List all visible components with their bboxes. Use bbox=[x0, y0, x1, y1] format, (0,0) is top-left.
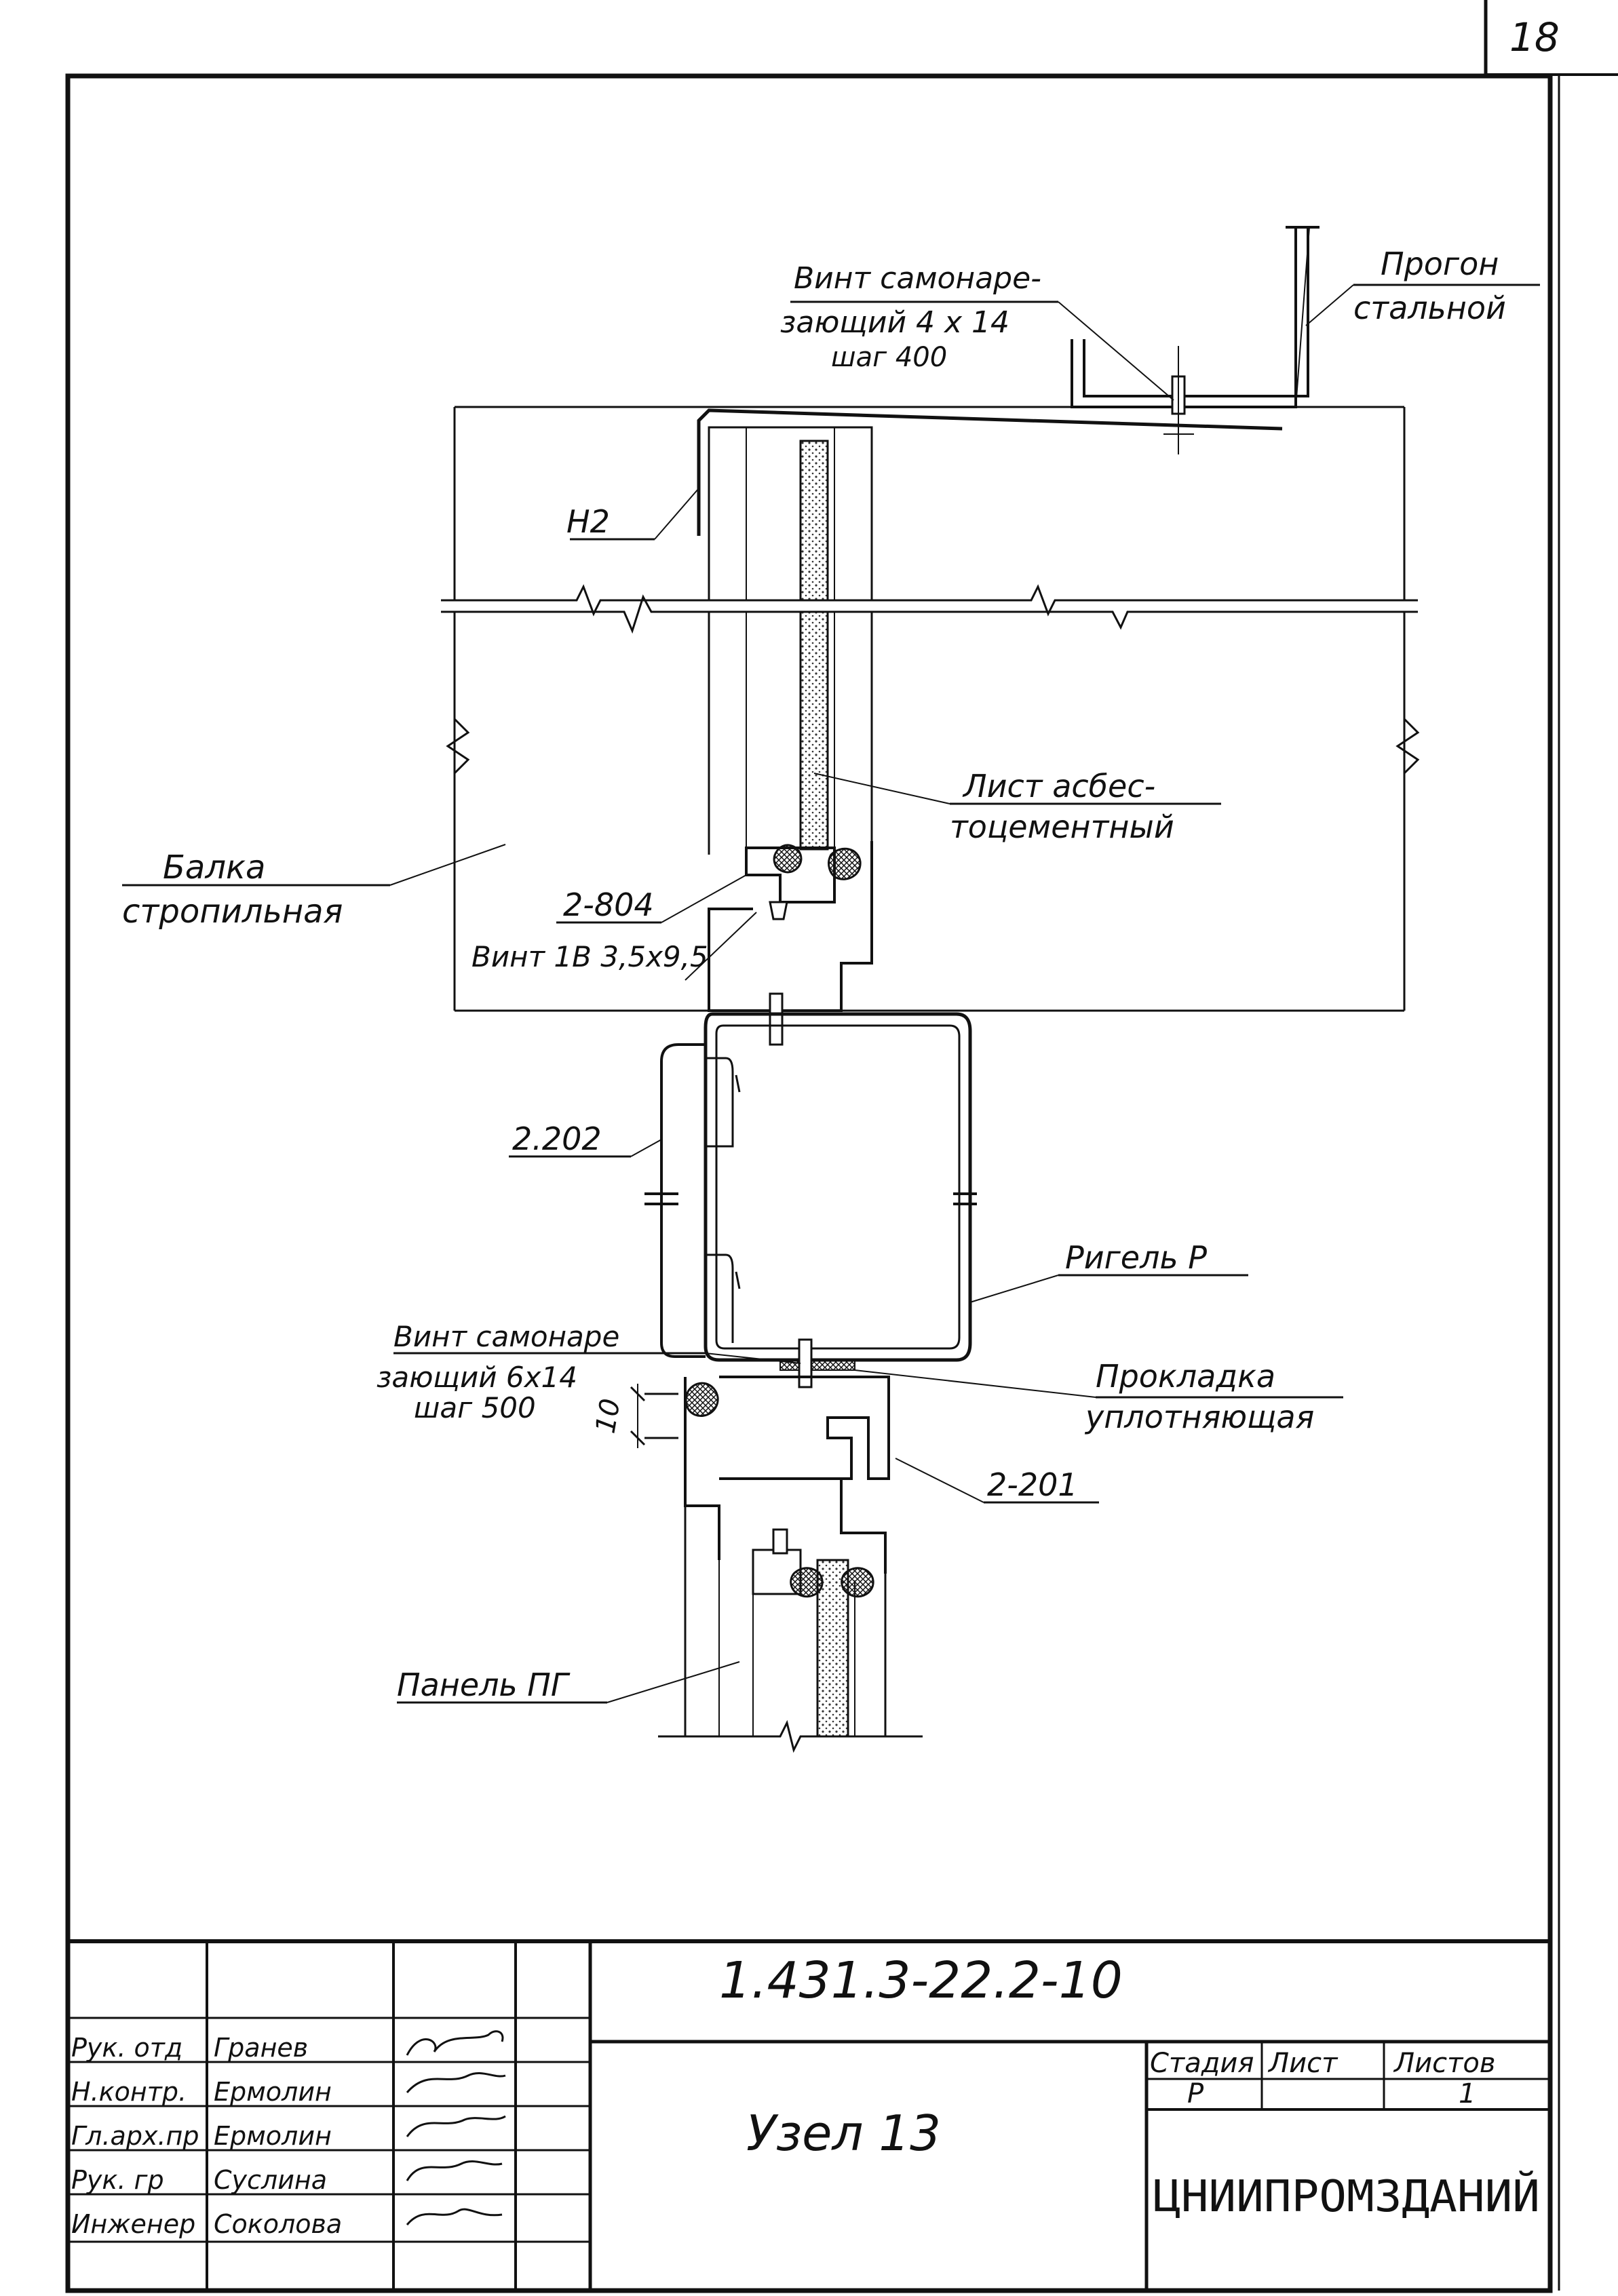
sig-name: Суслина bbox=[214, 2165, 327, 2195]
dimension-10-label: 10 bbox=[590, 1397, 627, 1436]
rigel-p bbox=[704, 1012, 977, 1362]
beam-line-2: стропильная bbox=[122, 893, 343, 931]
gasket-line-1: Прокладка bbox=[1096, 1358, 1275, 1395]
callout-beam: Балка стропильная bbox=[122, 849, 343, 931]
callout-screw-top: Винт самонаре- зающий 4 x 14 шаг 400 bbox=[780, 261, 1041, 373]
sig-name: Гранев bbox=[214, 2033, 308, 2063]
callout-screw-mid: Винт самонаре зающий 6x14 шаг 500 bbox=[377, 1320, 619, 1424]
organization: ЦНИИПРОМЗДАНИЙ bbox=[1153, 2171, 1540, 2222]
screw-mid-line-1: Винт самонаре bbox=[393, 1320, 619, 1353]
title-block: 1.431.3-22.2-10 Узел 13 ЦНИИПРОМЗДАНИЙ С… bbox=[68, 1939, 1550, 2291]
callout-asbestos-sheet: Лист асбес- тоцементный bbox=[950, 768, 1174, 845]
sig-role: Инженер bbox=[71, 2209, 195, 2239]
screw-mid-line-3: шаг 500 bbox=[414, 1391, 536, 1424]
rigel-screw bbox=[798, 1338, 813, 1388]
callout-2-202: 2.202 bbox=[512, 1121, 602, 1157]
panel-pg bbox=[658, 1506, 923, 1753]
upper-frame-profile bbox=[708, 426, 873, 1012]
sig-name: Ермолин bbox=[214, 2121, 332, 2151]
profile-2-201 bbox=[684, 1376, 890, 1574]
sig-role: Гл.арх.пр bbox=[71, 2121, 199, 2151]
node-drawing: Винт самонаре- зающий 4 x 14 шаг 400 Про… bbox=[122, 226, 1540, 1753]
flashing-h2 bbox=[697, 408, 1283, 536]
callout-gasket: Прокладка уплотняющая bbox=[1084, 1358, 1314, 1435]
gasket-line-2: уплотняющая bbox=[1084, 1399, 1314, 1435]
purlin-line-1: Прогон bbox=[1381, 246, 1499, 282]
sig-role: Н.контр. bbox=[71, 2077, 187, 2107]
screw-top-line-2: зающий 4 x 14 bbox=[780, 305, 1009, 340]
callout-2-804: 2-804 bbox=[563, 887, 654, 923]
sheet-header: Лист bbox=[1267, 2048, 1338, 2079]
asbestos-line-2: тоцементный bbox=[950, 809, 1174, 845]
callout-screw-1b: Винт 1В 3,5x9,5 bbox=[471, 940, 708, 973]
screw-mid-line-2: зающий 6x14 bbox=[377, 1361, 577, 1394]
sig-name: Ермолин bbox=[214, 2077, 332, 2107]
sig-name: Соколова bbox=[214, 2209, 342, 2239]
sheets-value: 1 bbox=[1459, 2078, 1476, 2109]
page-number: 18 bbox=[1509, 14, 1560, 60]
sheet-frame bbox=[65, 73, 1553, 2293]
screw-top-line-3: шаг 400 bbox=[831, 342, 947, 373]
page-number-box: 18 bbox=[1484, 0, 1618, 76]
profile-2-202 bbox=[644, 1043, 741, 1358]
screw-top-line-1: Винт самонаре- bbox=[794, 261, 1041, 296]
asbestos-line-1: Лист асбес- bbox=[962, 768, 1155, 804]
sheets-header: Листов bbox=[1393, 2048, 1495, 2079]
beam-line-1: Балка bbox=[163, 849, 265, 887]
handwritten-signatures bbox=[406, 2030, 506, 2225]
purlin-line-2: стальной bbox=[1353, 290, 1506, 326]
stage-value: Р bbox=[1187, 2078, 1204, 2109]
sig-role: Рук. гр bbox=[71, 2165, 164, 2195]
sealing-gasket bbox=[779, 1359, 855, 1371]
signature-rows: Рук. отд Гранев Н.контр. Ермолин Гл.арх.… bbox=[71, 2033, 342, 2239]
callout-h2: Н2 bbox=[566, 503, 610, 540]
leader-lines bbox=[122, 284, 1540, 1704]
purlin-screw bbox=[1163, 346, 1194, 454]
sheet-title: Узел 13 bbox=[746, 2105, 941, 2162]
callout-rigel: Ригель Р bbox=[1065, 1239, 1207, 1276]
document-code: 1.431.3-22.2-10 bbox=[719, 1951, 1123, 2010]
stage-header: Стадия bbox=[1150, 2048, 1254, 2079]
frame-screw bbox=[769, 992, 784, 1046]
callout-panel-pg: Панель ПГ bbox=[397, 1667, 571, 1703]
callout-2-201: 2-201 bbox=[987, 1466, 1078, 1503]
steel-purlin bbox=[1071, 226, 1320, 408]
dimension-10 bbox=[630, 1384, 678, 1448]
sig-role: Рук. отд bbox=[71, 2033, 182, 2063]
callout-purlin: Прогон стальной bbox=[1353, 246, 1506, 326]
